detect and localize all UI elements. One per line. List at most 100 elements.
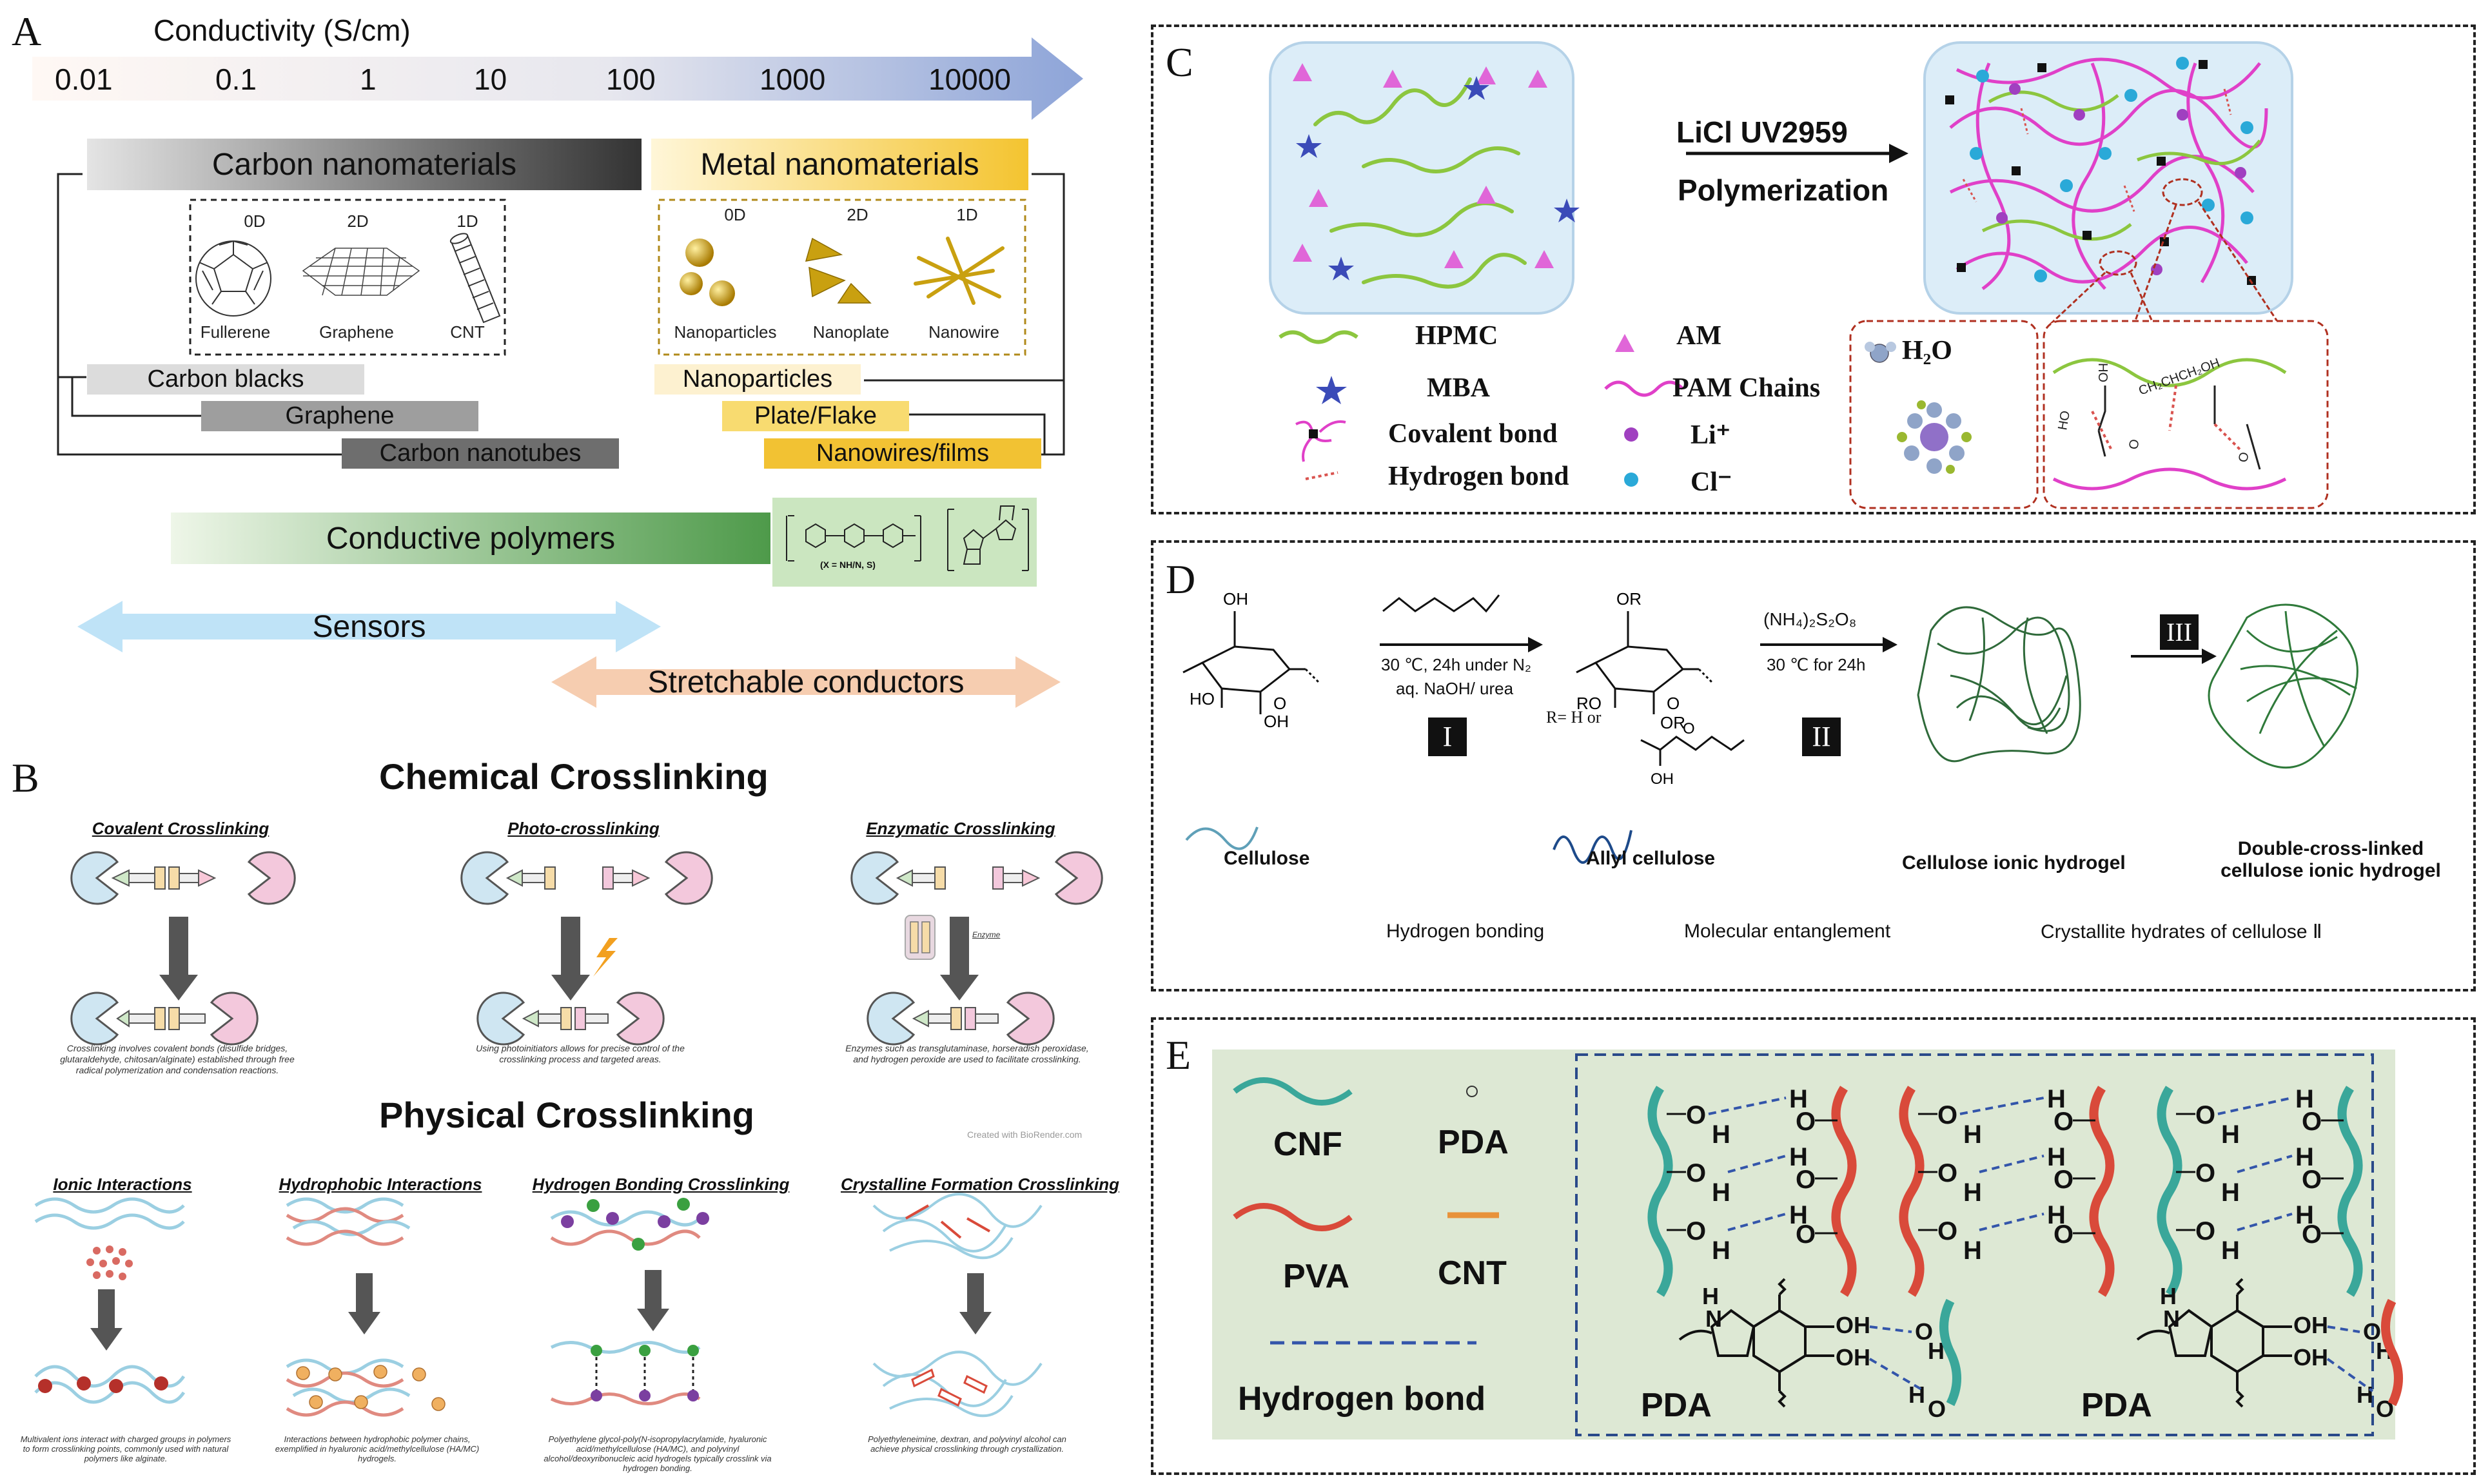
metal-dim-1d: 1D (956, 205, 978, 224)
svg-text:O: O (1937, 1101, 1957, 1129)
photo-diagram (460, 851, 713, 1046)
d-condition-1: 30 ℃, 24h under N₂ (1381, 655, 1531, 674)
graphene-label: Graphene (319, 322, 394, 342)
legend-am: AM (1676, 321, 1721, 351)
crystalline-title: Crystalline Formation Crosslinking (841, 1175, 1119, 1194)
svg-text:O: O (1796, 1220, 1816, 1249)
step-iii: III (2166, 618, 2192, 647)
svg-text:O: O (2302, 1166, 2322, 1194)
svg-text:O: O (1937, 1159, 1957, 1187)
cnt-label: CNT (450, 322, 485, 342)
svg-text:H: H (2295, 1201, 2314, 1229)
ionic-desc: Multivalent ions interact with charged g… (20, 1434, 231, 1463)
enzymatic-title: Enzymatic Crosslinking (866, 819, 1055, 838)
panel-e-frame (1151, 1017, 2476, 1475)
enzyme-label: Enzyme (972, 930, 1001, 939)
allyl-cellulose-strand-icon (1553, 830, 1632, 864)
hydrogen-bonding-diagram (550, 1198, 709, 1405)
svg-text:OH: OH (1836, 1312, 1870, 1338)
legend-pam-chains: PAM Chains (1672, 373, 1821, 403)
svg-text:H: H (1789, 1143, 1808, 1171)
panel-d-letter: D (1166, 556, 1196, 602)
legend-cnf: CNF (1273, 1126, 1342, 1163)
nanowire-icon (914, 237, 1005, 305)
svg-text:O: O (1928, 1396, 1946, 1422)
legend-pva: PVA (1283, 1258, 1350, 1295)
panel-c-frame (1151, 24, 2476, 514)
chemical-crosslinking-graphics (70, 851, 1103, 1046)
r-definition: R= H or (1546, 708, 1602, 727)
panel-b-letter: B (12, 755, 39, 801)
hbond-title: Hydrogen Bonding Crosslinking (532, 1175, 790, 1194)
graphene-icon (302, 248, 420, 296)
physical-crosslinking-graphics (34, 1193, 1043, 1418)
covalent-desc: Crosslinking involves covalent bonds (di… (60, 1043, 295, 1075)
legend-cl: Cl⁻ (1691, 467, 1732, 497)
svg-text:H: H (1712, 1178, 1730, 1207)
svg-text:O: O (1686, 1217, 1706, 1245)
svg-text:H: H (2047, 1143, 2066, 1171)
enzymatic-diagram (850, 851, 1103, 1046)
graphene-bar: Graphene (285, 402, 395, 429)
svg-text:O: O (1667, 694, 1680, 713)
allyl-cellulose-label: Allyl cellulose (1586, 848, 1716, 869)
fullerene-label: Fullerene (200, 322, 271, 342)
panel-c-graphics: CH₂CHCH₂OH HO HO O O (1269, 41, 2329, 509)
tick-10000: 10000 (928, 63, 1011, 96)
conductive-polymers-bar: Conductive polymers (326, 521, 616, 556)
svg-text:O: O (1796, 1166, 1816, 1194)
svg-text:H: H (2295, 1143, 2314, 1171)
ion-cluster-icon (1897, 400, 1972, 474)
cellulose-ring-icon (1182, 611, 1320, 714)
tick-0-01: 0.01 (55, 63, 113, 96)
svg-text:HO: HO (2095, 363, 2110, 382)
carbon-blacks-bar: Carbon blacks (147, 366, 304, 393)
pda-label-1: PDA (1641, 1387, 1712, 1424)
svg-text:O: O (2363, 1318, 2381, 1345)
ionic-diagram (34, 1197, 186, 1404)
svg-text:O: O (2126, 438, 2142, 451)
water-molecule-icon (1865, 342, 1896, 363)
svg-text:H: H (2295, 1085, 2314, 1113)
nanowire-label: Nanowire (928, 322, 999, 342)
svg-text:H: H (1712, 1120, 1730, 1149)
svg-text:H: H (2160, 1283, 2177, 1309)
stretchable-label: Stretchable conductors (647, 665, 965, 699)
svg-text:H: H (1712, 1236, 1730, 1265)
nanowires-films-bar: Nanowires/films (816, 440, 990, 467)
panel-d-frame (1151, 540, 2476, 991)
nanoplate-label: Nanoplate (812, 322, 890, 342)
svg-text:H: H (2221, 1178, 2240, 1207)
panel-c-letter: C (1166, 39, 1193, 85)
physical-crosslinking-title: Physical Crosslinking (379, 1095, 754, 1135)
ionic-hydrogel-label: Cellulose ionic hydrogel (1902, 852, 2126, 874)
nanoplate-icon (805, 237, 872, 304)
svg-text:O: O (2054, 1220, 2073, 1249)
svg-text:OR: OR (1616, 589, 1642, 609)
cnt-icon (449, 233, 501, 324)
carbon-header: Carbon nanomaterials (211, 147, 517, 182)
svg-text:O: O (1796, 1108, 1816, 1136)
svg-text:O: O (1273, 694, 1286, 713)
light-bolt-icon (593, 938, 618, 977)
svg-text:HO: HO (1190, 689, 1215, 708)
svg-text:HO: HO (2055, 410, 2073, 431)
hydrophobic-desc: Interactions between hydrophobic polymer… (275, 1434, 480, 1463)
legend-crystallite-hydrates: Crystallite hydrates of cellulose Ⅱ (2041, 921, 2322, 942)
legend-mba: MBA (1427, 373, 1490, 403)
chemical-crosslinking-title: Chemical Crosslinking (379, 756, 769, 797)
legend-hydrogen-bond: Hydrogen bond (1388, 462, 1569, 491)
step-i: I (1442, 721, 1453, 752)
plate-flake-bar: Plate/Flake (754, 402, 877, 429)
svg-text:H: H (2047, 1085, 2066, 1113)
svg-text:H: H (1702, 1283, 1719, 1309)
svg-text:OH: OH (1836, 1344, 1870, 1371)
legend-hpmc: HPMC (1415, 321, 1498, 351)
carbon-dim-2d: 2D (347, 211, 369, 231)
biorender-credit: Created with BioRender.com (967, 1129, 1083, 1140)
panel-a-graphics (32, 37, 1083, 708)
svg-text:OR: OR (1660, 713, 1685, 732)
metal-header: Metal nanomaterials (700, 147, 979, 182)
carbon-dim-0d: 0D (244, 211, 266, 231)
metal-dim-0d: 0D (724, 205, 746, 224)
